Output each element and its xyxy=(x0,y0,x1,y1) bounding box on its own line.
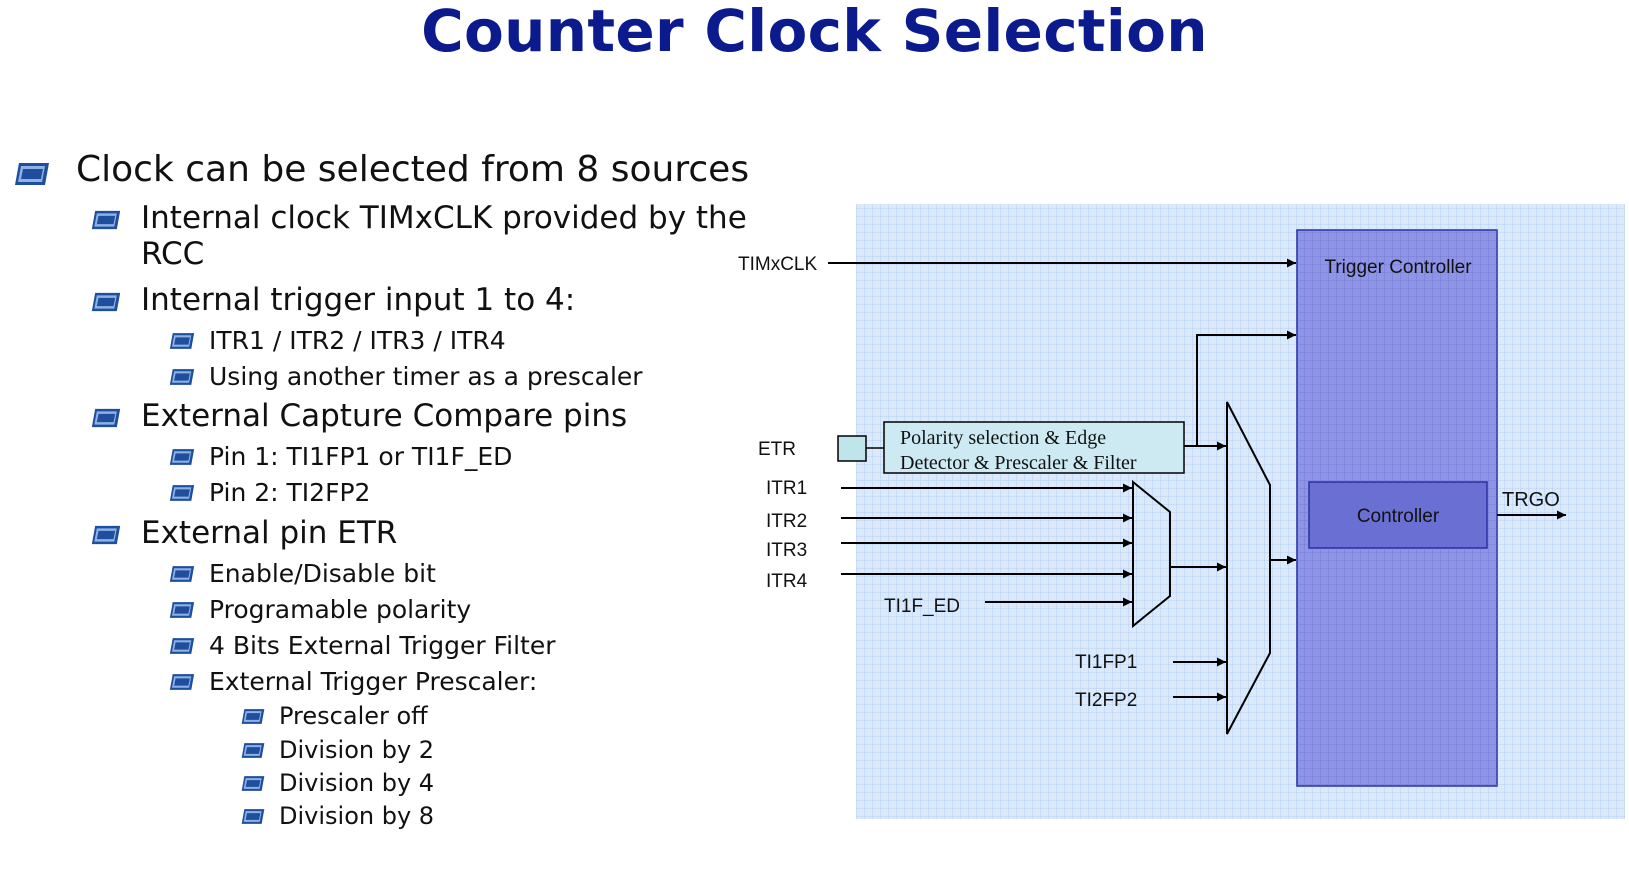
bullet-icon xyxy=(169,369,195,385)
bullet-text: ITR1 / ITR2 / ITR3 / ITR4 xyxy=(209,326,506,355)
bullet-text: Prescaler off xyxy=(279,702,428,730)
trigger-controller-label: Trigger Controller xyxy=(1324,257,1472,278)
bullet-text: Internal clock TIMxCLK provided by the xyxy=(141,200,747,236)
ti1fp1-label: TI1FP1 xyxy=(1075,652,1137,673)
bullet-icon xyxy=(169,674,195,690)
bullet-icon xyxy=(241,776,265,791)
bullet-text: External pin ETR xyxy=(141,515,398,551)
itr1-label: ITR1 xyxy=(766,478,807,499)
itr4-label: ITR4 xyxy=(766,571,808,592)
bullet-icon xyxy=(169,566,195,582)
bullet-text: RCC xyxy=(141,236,205,272)
bullet-icon xyxy=(91,408,121,428)
polarity-line1: Polarity selection & Edge xyxy=(900,427,1106,449)
bullet-text: Pin 2: TI2FP2 xyxy=(209,478,371,507)
bullet-text: External Trigger Prescaler: xyxy=(209,667,538,696)
bullet-icon xyxy=(15,163,49,185)
diagram-grid xyxy=(856,204,1625,819)
bullet-text: Enable/Disable bit xyxy=(209,559,436,588)
bullet-text: Clock can be selected from 8 sources xyxy=(76,149,750,190)
bullet-icon xyxy=(241,809,265,824)
bullet-icon xyxy=(169,449,195,465)
bullet-text: Division by 8 xyxy=(279,802,435,830)
controller-grid xyxy=(1309,482,1487,548)
page-title: Counter Clock Selection xyxy=(421,0,1208,65)
etr-label: ETR xyxy=(758,439,796,460)
etr-pin-box xyxy=(837,435,867,462)
bullet-icon xyxy=(91,292,121,312)
trgo-label: TRGO xyxy=(1502,489,1560,511)
bullet-icon xyxy=(169,602,195,618)
itr3-label: ITR3 xyxy=(766,540,807,561)
bullet-icon xyxy=(241,743,265,758)
ti2fp2-label: TI2FP2 xyxy=(1075,690,1137,711)
timxclk-label: TIMxCLK xyxy=(738,254,818,275)
bullet-icon xyxy=(91,210,121,230)
clock-multiplexer xyxy=(1226,401,1271,735)
polarity-line2: Detector & Prescaler & Filter xyxy=(900,452,1137,474)
bullet-text: External Capture Compare pins xyxy=(141,398,628,434)
etr-to-trigger-arrow xyxy=(1196,330,1296,446)
ti1f-ed-label: TI1F_ED xyxy=(884,596,960,617)
bullet-text: Division by 4 xyxy=(279,769,435,797)
bullet-icon xyxy=(241,709,265,724)
bullet-text: Programable polarity xyxy=(209,595,472,624)
itr-multiplexer xyxy=(1132,479,1171,629)
bullet-icon xyxy=(169,485,195,501)
bullet-icon xyxy=(169,638,195,654)
bullet-text: Pin 1: TI1FP1 or TI1F_ED xyxy=(209,442,513,471)
controller-label: Controller xyxy=(1357,506,1440,527)
bullet-icon xyxy=(91,525,121,545)
bullet-icon xyxy=(169,333,195,349)
polarity-filter-box xyxy=(883,421,1185,474)
itr2-label: ITR2 xyxy=(766,511,807,532)
bullet-text: 4 Bits External Trigger Filter xyxy=(209,631,556,660)
bullet-text: Using another timer as a prescaler xyxy=(209,362,643,391)
bullet-text: Division by 2 xyxy=(279,736,435,764)
bullet-text: Internal trigger input 1 to 4: xyxy=(141,282,576,318)
